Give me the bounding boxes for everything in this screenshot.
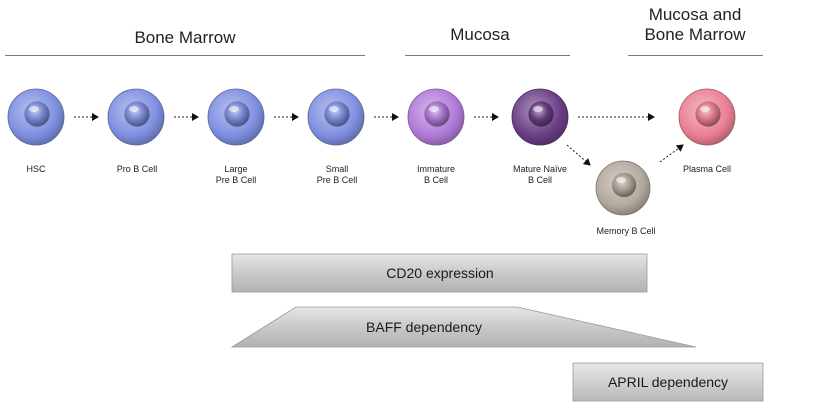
region-title-bone-marrow: Bone Marrow	[134, 28, 236, 47]
cell-label-pro-b: Pro B Cell	[116, 164, 158, 174]
region-title-mucosa: Mucosa	[450, 25, 510, 44]
cell-label-mature-naive-b: Mature Naïve B Cell	[512, 164, 568, 185]
nucleus-highlight	[616, 177, 626, 183]
cell-label-large-pre-b: Large Pre B Cell	[215, 164, 257, 185]
cd20-expression-bar	[231, 253, 648, 293]
region-title-mucosa-bone-marrow: Mucosa and Bone Marrow	[644, 5, 746, 44]
cell-large-pre-b	[207, 88, 265, 146]
arrows-group	[74, 113, 684, 166]
cell-nucleus	[424, 101, 450, 127]
cell-label-immature-b: Immature B Cell	[416, 164, 455, 185]
cell-immature-b	[407, 88, 465, 146]
baff-dependency-label: BAFF dependency	[366, 319, 482, 335]
nucleus-highlight	[128, 105, 140, 113]
nucleus-highlight	[699, 105, 711, 113]
arrow-memory-b-to-plasma	[659, 144, 684, 163]
cell-mature-naive-b	[511, 88, 569, 146]
cell-nucleus	[324, 101, 350, 127]
cell-label-hsc: HSC	[26, 164, 46, 174]
nucleus-highlight	[532, 105, 544, 113]
cell-label-small-pre-b: Small Pre B Cell	[316, 164, 358, 185]
cell-nucleus	[224, 101, 250, 127]
region-rule-mucosa	[405, 55, 570, 56]
cell-nucleus	[695, 101, 721, 127]
cell-label-plasma: Plasma Cell	[682, 164, 731, 174]
cell-plasma	[678, 88, 736, 146]
cell-nucleus	[124, 101, 150, 127]
cell-nucleus	[528, 101, 554, 127]
nucleus-highlight	[328, 105, 340, 113]
april-dependency-bar	[572, 362, 764, 402]
cell-nucleus	[611, 172, 637, 198]
region-rule-mucosa-bone-marrow	[628, 55, 763, 56]
arrow-mature-naive-b-to-memory-b	[566, 144, 591, 166]
baff-dependency-bar	[230, 306, 697, 348]
cd20-expression-label: CD20 expression	[386, 265, 493, 281]
nucleus-highlight	[228, 105, 240, 113]
april-dependency-label: APRIL dependency	[608, 374, 728, 390]
region-rule-bone-marrow	[5, 55, 365, 56]
cell-label-memory-b: Memory B Cell	[596, 226, 656, 236]
nucleus-highlight	[428, 105, 440, 113]
cell-memory-b	[595, 160, 651, 216]
cell-hsc	[7, 88, 65, 146]
nucleus-highlight	[28, 105, 40, 113]
cell-nucleus	[24, 101, 50, 127]
cell-small-pre-b	[307, 88, 365, 146]
cell-pro-b	[107, 88, 165, 146]
